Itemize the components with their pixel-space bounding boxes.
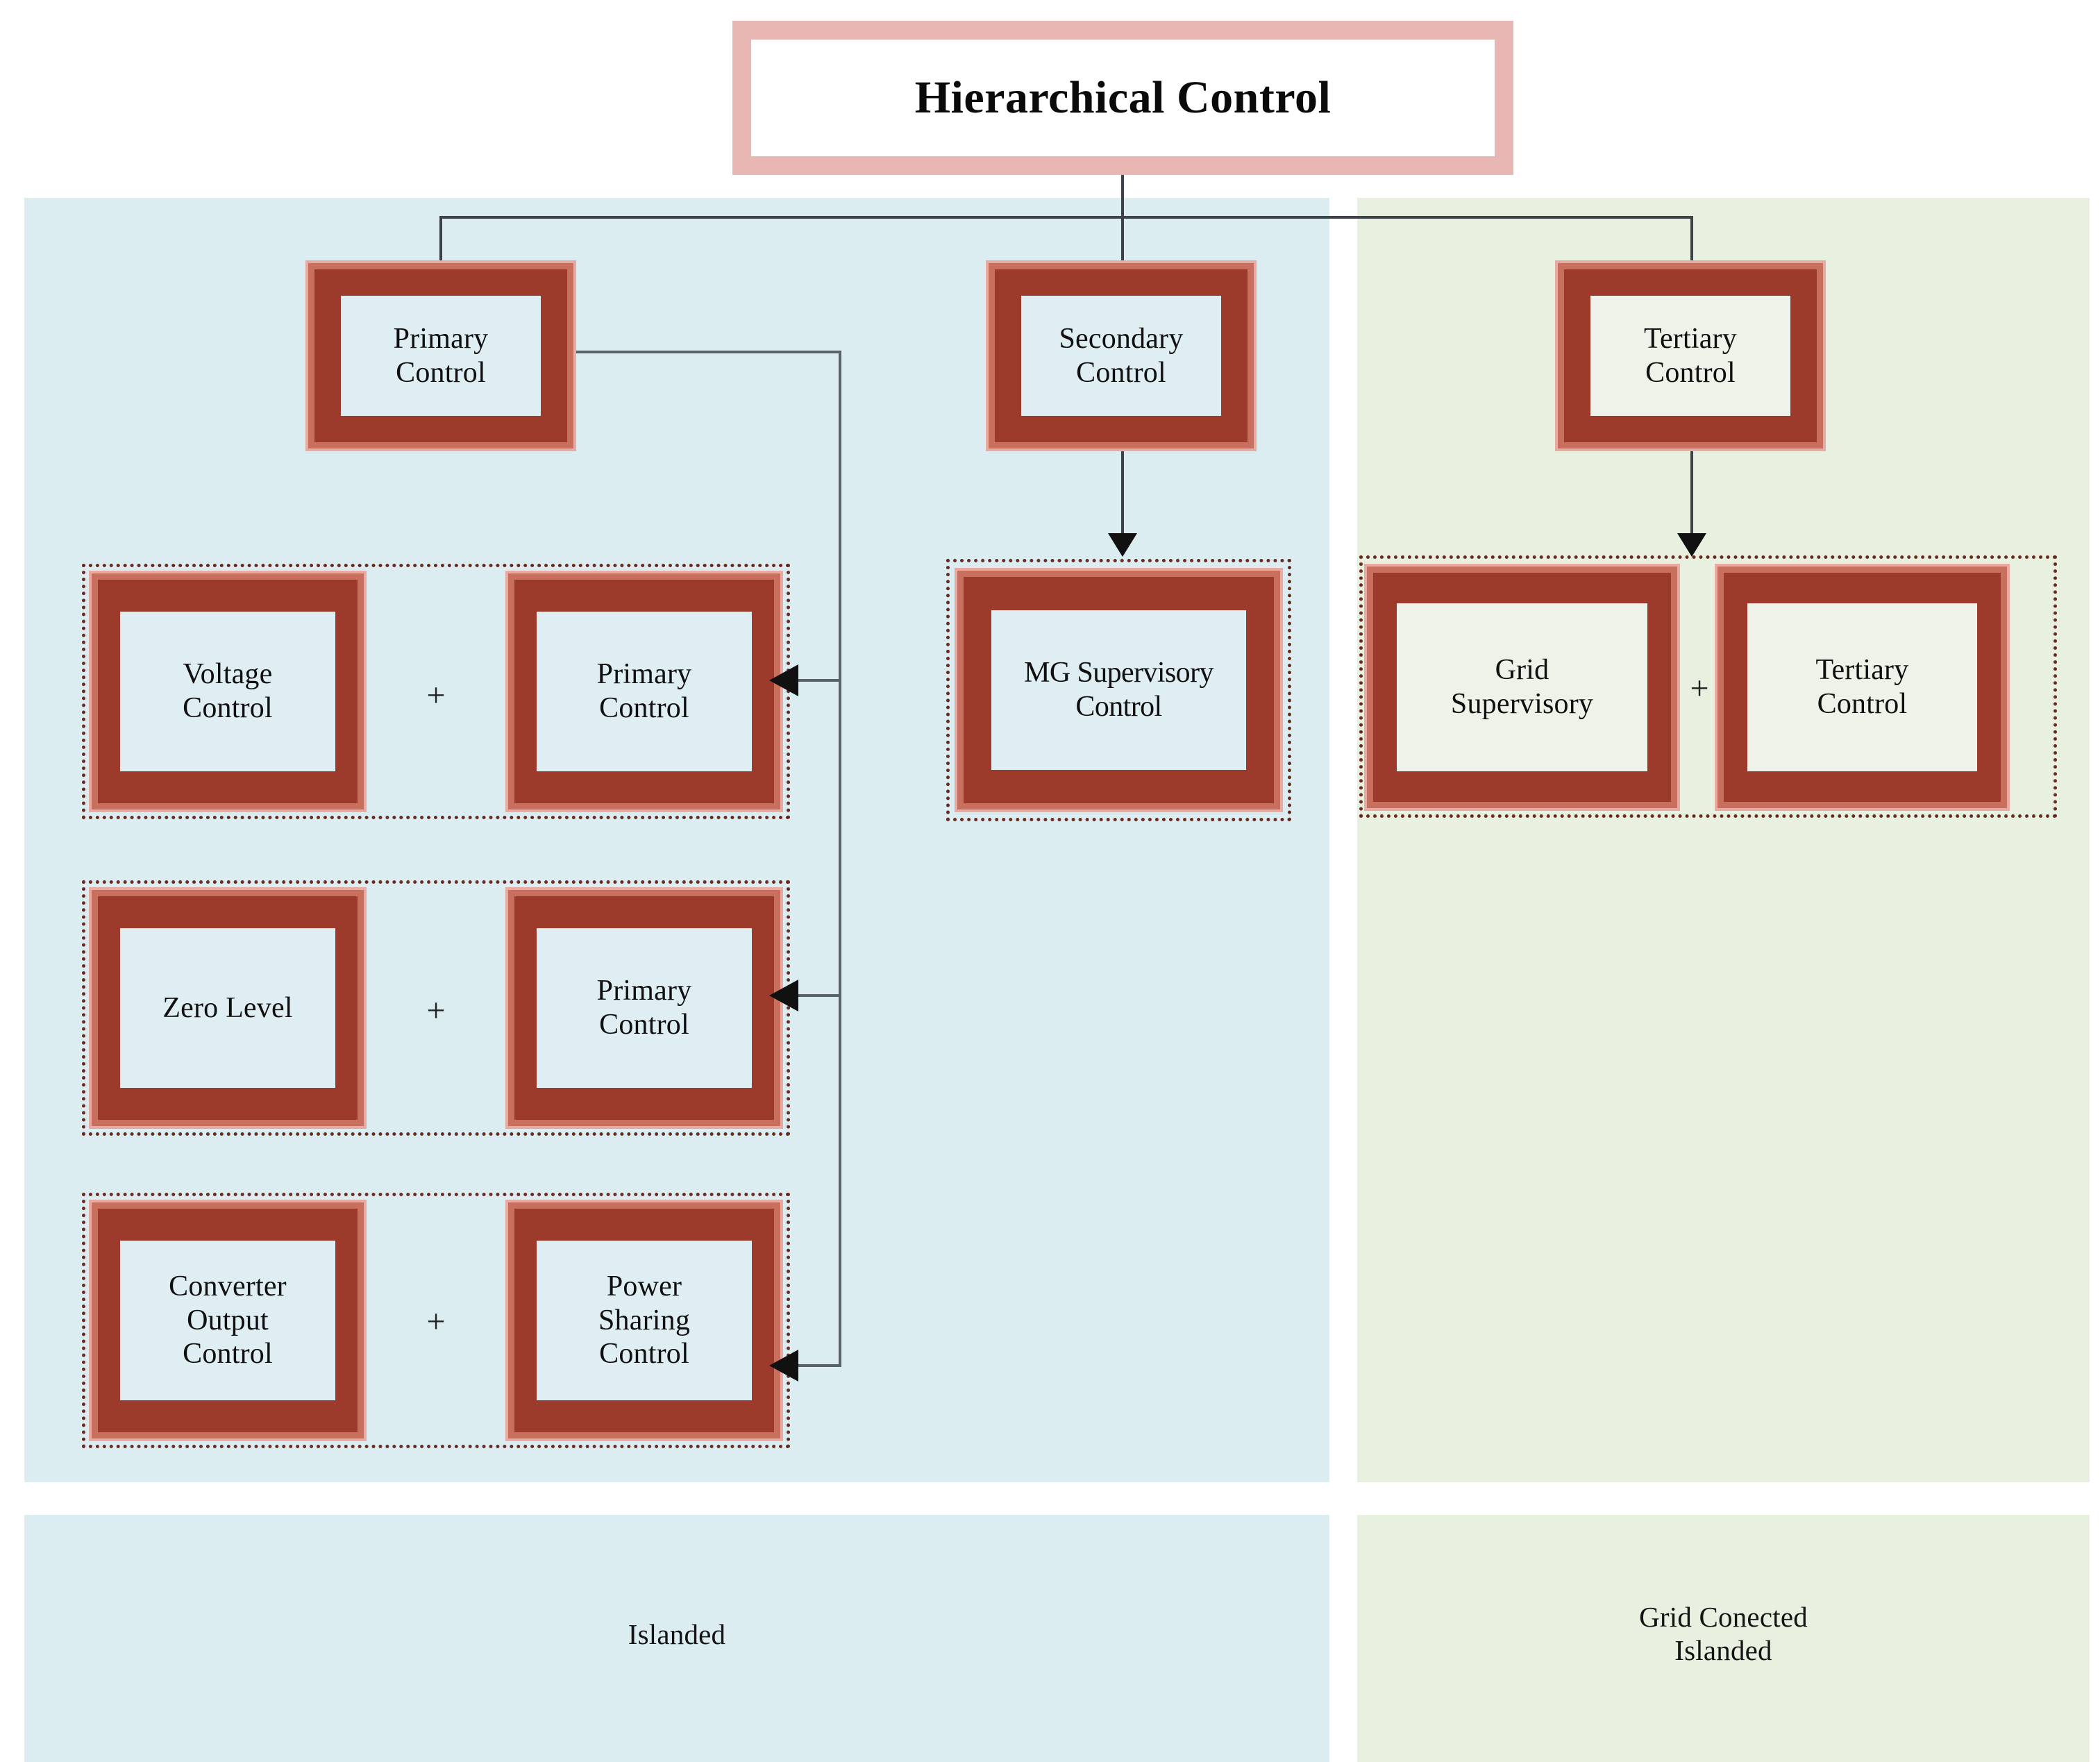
group-converter-powersharing [82,1193,790,1448]
node-fill: Primary Control [341,296,541,416]
node-fill: Voltage Control [120,612,335,771]
node-fill: Tertiary Control [1590,296,1790,416]
operator-plus: + [426,992,446,1029]
group-grid-tertiary [1359,555,2057,818]
connector-primary-feeder-top [575,351,841,353]
arrowhead-left-icon [769,664,798,696]
operator-plus: + [1690,670,1709,707]
node-primary-control-zerolevel-group[interactable]: Primary Control [505,887,783,1129]
connector-arm-converter-group [798,1364,841,1367]
hierarchical-control-title-box: Hierarchical Control [732,21,1513,175]
node-tertiary-control[interactable]: Tertiary Control [1555,260,1826,451]
node-inner-frame: Converter Output Control [92,1202,364,1438]
grid-connected-caption: Grid Conected Islanded [1639,1601,1808,1667]
node-fill: Secondary Control [1021,296,1221,416]
node-fill: MG Supervisory Control [991,610,1246,770]
operator-plus: + [426,677,446,714]
arrowhead-down-icon [1677,533,1706,557]
node-primary-control[interactable]: Primary Control [305,260,576,451]
group-mg-supervisory [946,559,1291,821]
node-inner-frame: MG Supervisory Control [957,571,1280,809]
node-fill: Grid Supervisory [1397,603,1647,771]
grid-connected-panel-lower [1357,1515,2090,1762]
connector-distribution-bus [439,216,1693,219]
node-grid-supervisory[interactable]: Grid Supervisory [1364,564,1680,811]
node-inner-frame: Grid Supervisory [1367,567,1677,808]
node-label: Secondary Control [1059,322,1184,389]
node-label: Primary Control [596,975,692,1041]
connector-arm-voltage-group [798,679,841,682]
node-inner-frame: Primary Control [508,573,780,809]
connector-tertiary-to-grid [1690,451,1693,538]
node-fill: Converter Output Control [120,1241,335,1400]
node-inner-frame: Tertiary Control [1717,567,2007,808]
arrowhead-down-icon [1108,533,1137,557]
connector-arm-zerolevel-group [798,994,841,997]
node-inner-frame: Tertiary Control [1558,263,1823,448]
connector-leg-tertiary [1690,216,1693,262]
node-primary-control-voltage-group[interactable]: Primary Control [505,571,783,812]
connector-leg-primary [439,216,442,262]
node-converter-output-control[interactable]: Converter Output Control [89,1200,367,1441]
node-fill: Power Sharing Control [537,1241,752,1400]
node-label: Primary Control [393,322,489,389]
node-fill: Primary Control [537,928,752,1088]
node-label: Tertiary Control [1815,654,1909,720]
node-label: Zero Level [162,991,293,1024]
node-label: Voltage Control [183,658,273,724]
islanded-caption: Islanded [628,1618,726,1650]
connector-primary-feeder-vertical [839,351,841,1367]
node-inner-frame: Voltage Control [92,573,364,809]
node-label: Grid Supervisory [1450,654,1594,720]
operator-plus: + [426,1303,446,1340]
node-label: MG Supervisory Control [1024,657,1213,723]
node-inner-frame: Primary Control [308,263,573,448]
node-inner-frame: Secondary Control [989,263,1254,448]
node-fill: Tertiary Control [1747,603,1977,771]
node-inner-frame: Power Sharing Control [508,1202,780,1438]
node-fill: Primary Control [537,612,752,771]
node-voltage-control[interactable]: Voltage Control [89,571,367,812]
node-inner-frame: Zero Level [92,890,364,1126]
page-title: Hierarchical Control [914,72,1332,123]
connector-secondary-to-mg [1121,451,1124,538]
node-fill: Zero Level [120,928,335,1088]
node-label: Primary Control [596,658,692,724]
node-tertiary-control-grid-group[interactable]: Tertiary Control [1715,564,2010,811]
node-label: Power Sharing Control [598,1270,691,1370]
title-inner-fill: Hierarchical Control [751,40,1495,156]
node-zero-level[interactable]: Zero Level [89,887,367,1129]
node-label: Tertiary Control [1644,322,1737,389]
node-inner-frame: Primary Control [508,890,780,1126]
islanded-panel-lower [24,1515,1329,1762]
node-label: Converter Output Control [169,1270,287,1370]
arrowhead-left-icon [769,980,798,1012]
connector-leg-secondary [1121,216,1124,262]
node-mg-supervisory-control[interactable]: MG Supervisory Control [955,568,1283,812]
node-power-sharing-control[interactable]: Power Sharing Control [505,1200,783,1441]
node-secondary-control[interactable]: Secondary Control [986,260,1257,451]
connector-title-to-bus [1121,174,1124,219]
arrowhead-left-icon [769,1350,798,1382]
